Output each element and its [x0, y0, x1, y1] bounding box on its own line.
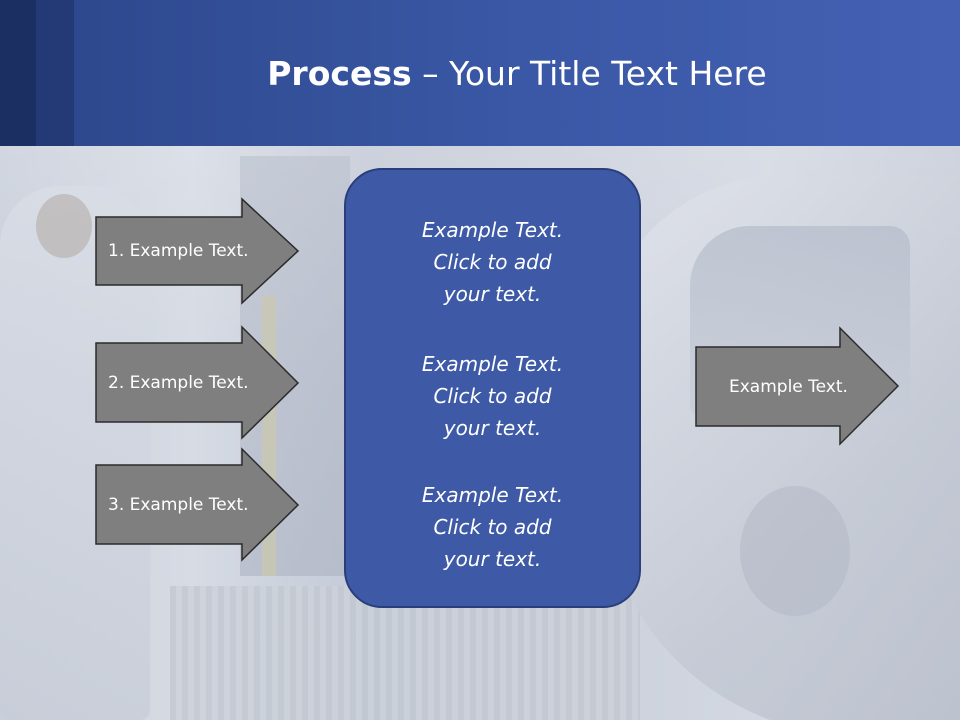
process-text-3: Example Text. Click to add your text. [421, 483, 564, 571]
input-arrow-label: 1. Example Text. [108, 241, 249, 261]
input-arrow-2[interactable]: 2. Example Text. [95, 325, 300, 440]
arrow-shape [95, 325, 300, 440]
header-accent-dark [0, 0, 36, 146]
header-accent-mid [36, 0, 74, 146]
input-arrow-1[interactable]: 1. Example Text. [95, 197, 300, 305]
title-rest: – Your Title Text Here [411, 54, 767, 93]
car-wheel-arch [740, 486, 850, 616]
input-arrow-3[interactable]: 3. Example Text. [95, 447, 300, 562]
input-arrow-label: 2. Example Text. [108, 372, 249, 393]
slide-title[interactable]: Process – Your Title Text Here [74, 52, 960, 96]
output-arrow[interactable]: Example Text. [695, 326, 900, 446]
arrow-shape [95, 197, 300, 305]
arrow-shape [695, 326, 900, 446]
worker-head [36, 194, 92, 258]
output-arrow-label: Example Text. [729, 376, 848, 397]
title-bold: Process [267, 54, 412, 93]
arrow-shape [95, 447, 300, 562]
process-text-2: Example Text. Click to add your text. [421, 352, 564, 440]
input-arrow-label: 3. Example Text. [108, 494, 249, 515]
process-text-1: Example Text. Click to add your text. [421, 218, 564, 306]
conveyor-floor [170, 586, 640, 720]
header-band: Process – Your Title Text Here [0, 0, 960, 146]
process-box[interactable]: Example Text. Click to add your text. Ex… [344, 168, 641, 608]
